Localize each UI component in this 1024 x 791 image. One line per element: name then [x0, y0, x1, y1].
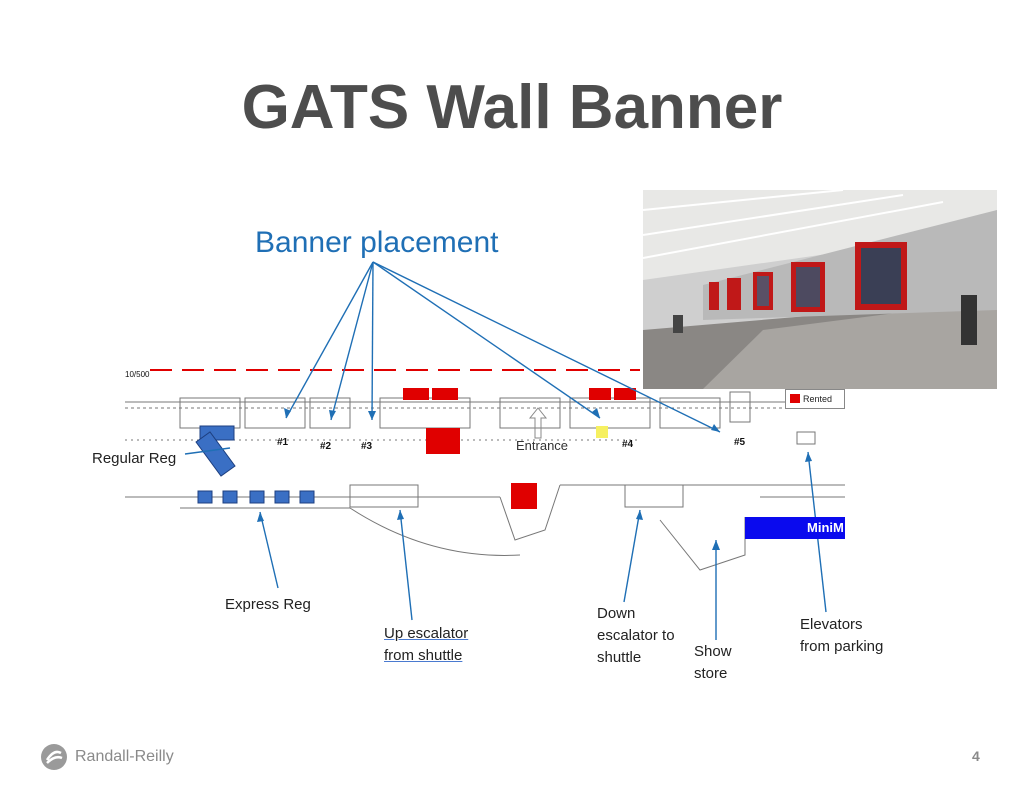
down-escalator-line2: escalator to — [597, 627, 675, 644]
minim-bar: MiniM — [745, 517, 845, 539]
down-escalator-label: Down escalator to shuttle — [597, 603, 675, 669]
rented-blocks — [403, 388, 636, 509]
show-store-line1: Show — [694, 643, 732, 660]
express-reg-label: Express Reg — [225, 596, 311, 613]
page-number: 4 — [972, 748, 980, 764]
up-escalator-label: Up escalator from shuttle — [384, 623, 468, 667]
room-code: 10/500 — [125, 370, 150, 379]
rented-legend: Rented — [785, 389, 845, 409]
marker-3: #3 — [361, 441, 373, 452]
banner-placement-label: Banner placement — [255, 226, 499, 259]
up-escalator-line2: from shuttle — [384, 647, 463, 664]
arrowheads — [257, 408, 812, 550]
express-reg-blocks — [197, 490, 315, 504]
marker-5: #5 — [734, 437, 746, 448]
hallway-photo-illustration — [643, 190, 997, 389]
hallway-photo — [643, 190, 997, 389]
up-escalator-line1: Up escalator — [384, 625, 469, 642]
entrance-label: Entrance — [516, 438, 569, 453]
banner-placement-arrows — [184, 261, 827, 640]
slide-title: GATS Wall Banner — [241, 73, 783, 142]
randall-reilly-logo-icon — [41, 744, 67, 770]
highlight-square — [596, 426, 608, 438]
marker-4: #4 — [622, 439, 634, 450]
show-store-label: Show store — [694, 641, 732, 685]
entrance-arrow — [528, 407, 548, 439]
elevators-line2: from parking — [800, 638, 884, 655]
down-escalator-line3: shuttle — [597, 649, 642, 666]
marker-2: #2 — [320, 441, 332, 452]
elevators-line1: Elevators — [800, 616, 863, 633]
elevators-label: Elevators from parking — [800, 614, 883, 658]
regular-reg-blocks — [195, 425, 236, 477]
marker-1: #1 — [277, 437, 289, 448]
elevator-icon — [796, 431, 816, 445]
company-name: Randall-Reilly — [75, 748, 174, 765]
rented-swatch — [790, 394, 800, 403]
regular-reg-label: Regular Reg — [92, 450, 177, 467]
down-escalator-line1: Down — [597, 605, 636, 622]
show-store-line2: store — [694, 665, 728, 682]
rented-label: Rented — [803, 394, 833, 404]
